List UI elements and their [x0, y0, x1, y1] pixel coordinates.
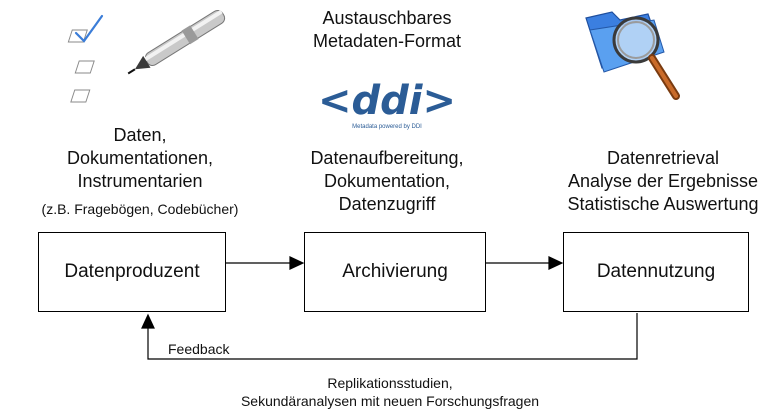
middle-line-3: Datenzugriff [338, 194, 436, 214]
feedback-note-line-2: Sekundäranalysen mit neuen Forschungsfra… [240, 393, 540, 409]
ddi-logo: <ddi> [318, 78, 456, 124]
svg-text:<ddi>: <ddi> [318, 78, 456, 124]
middle-line-1: Datenaufbereitung, [310, 148, 464, 168]
box-datenproduzent: Datenproduzent [38, 232, 226, 312]
feedback-label: Feedback [168, 341, 230, 357]
right-line-3: Statistische Auswertung [567, 194, 759, 214]
right-line-2: Analyse der Ergebnisse [567, 171, 759, 191]
box-archivierung-label: Archivierung [342, 261, 448, 282]
feedback-loop-arrow [141, 313, 638, 360]
left-line-2: Dokumentationen, [66, 148, 214, 168]
box-archivierung: Archivierung [304, 232, 486, 312]
box-datennutzung: Datennutzung [563, 232, 749, 312]
box-datennutzung-label: Datennutzung [596, 261, 716, 282]
folder-with-magnifier-icon [585, 11, 680, 100]
middle-header: Austauschbares Metadaten-Format [287, 7, 487, 53]
middle-line-2: Dokumentation, [323, 171, 451, 191]
checklist-with-pen-icon [67, 9, 226, 103]
right-line-1: Datenretrieval [606, 148, 720, 168]
right-column-text: Datenretrieval Analyse der Ergebnisse St… [550, 147, 776, 216]
left-note: (z.B. Fragebögen, Codebücher) [41, 201, 239, 217]
left-column-text: Daten, Dokumentationen, Instrumentarien [40, 124, 240, 193]
feedback-note: Replikationsstudien, Sekundäranalysen mi… [180, 374, 600, 410]
middle-column-text: Datenaufbereitung, Dokumentation, Datenz… [275, 147, 499, 216]
left-line-1: Daten, [113, 125, 167, 145]
feedback-note-line-1: Replikationsstudien, [327, 375, 453, 391]
left-line-3: Instrumentarien [77, 171, 203, 191]
flow-arrows [226, 256, 564, 270]
middle-header-line-2: Metadaten-Format [312, 31, 462, 51]
ddi-logo-tagline: Metadata powered by DDI [352, 124, 422, 130]
middle-header-line-1: Austauschbares [322, 8, 452, 28]
box-datenproduzent-label: Datenproduzent [64, 261, 200, 282]
